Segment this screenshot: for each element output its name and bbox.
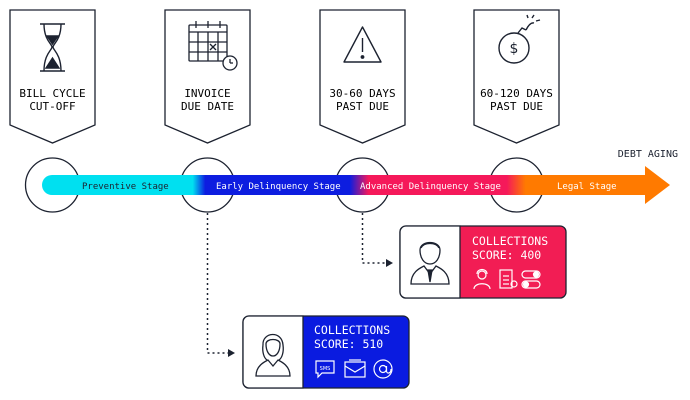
milestone-label-line2: PAST DUE: [490, 100, 543, 113]
milestone-label-line1: INVOICE: [184, 87, 230, 100]
collections-card-400: COLLECTIONS SCORE: 400: [399, 225, 567, 299]
sms-icon-text: SMS: [320, 366, 331, 372]
milestone-label-line2: DUE DATE: [181, 100, 234, 113]
email-icon: [344, 359, 366, 378]
connector-advanced: [361, 213, 386, 264]
milestone-60-120-days: $ 60-120 DAYS PAST DUE: [473, 9, 560, 144]
card-title-line1: COLLECTIONS: [472, 234, 548, 248]
legal-document-icon: [499, 269, 518, 289]
stage-label-preventive: Preventive Stage: [82, 182, 169, 192]
connector-arrowhead: [228, 349, 235, 357]
milestone-30-60-days: 30-60 DAYS PAST DUE: [319, 9, 406, 144]
milestone-label-line1: 60-120 DAYS: [480, 87, 553, 100]
connector-arrowhead: [386, 259, 393, 267]
hourglass-icon: [40, 23, 65, 72]
at-sign-icon: [373, 359, 393, 379]
svg-text:$: $: [510, 41, 519, 57]
stage-label-legal: Legal Stage: [557, 182, 617, 192]
warning-icon: [343, 26, 382, 63]
card-score: SCORE: 400: [472, 248, 541, 262]
milestone-invoice-due: INVOICE DUE DATE: [164, 9, 251, 144]
milestone-bill-cycle: BILL CYCLE CUT-OFF: [9, 9, 96, 144]
stage-label-early-delinquency: Early Delinquency Stage: [216, 182, 341, 192]
woman-icon: [255, 333, 291, 377]
milestone-label-line2: PAST DUE: [336, 100, 389, 113]
milestone-label-line2: CUT-OFF: [29, 100, 75, 113]
milestone-label-line1: 30-60 DAYS: [329, 87, 395, 100]
call-agent-icon: [473, 268, 491, 290]
axis-label-debt-aging: DEBT AGING: [618, 149, 678, 160]
card-score: SCORE: 510: [314, 337, 383, 351]
sms-icon: SMS: [315, 360, 335, 379]
toggle-icon: [521, 270, 541, 289]
milestone-label-line1: BILL CYCLE: [19, 87, 85, 100]
collections-card-510: COLLECTIONS SCORE: 510 SMS: [242, 315, 410, 389]
money-bomb-icon: $: [498, 14, 541, 64]
stage-label-advanced-delinquency: Advanced Delinquency Stage: [360, 182, 501, 192]
calendar-clock-icon: [188, 21, 238, 71]
card-title-line1: COLLECTIONS: [314, 323, 390, 337]
businessman-icon: [410, 241, 450, 285]
connector-early: [206, 213, 228, 354]
stage-arrow: [42, 166, 670, 204]
